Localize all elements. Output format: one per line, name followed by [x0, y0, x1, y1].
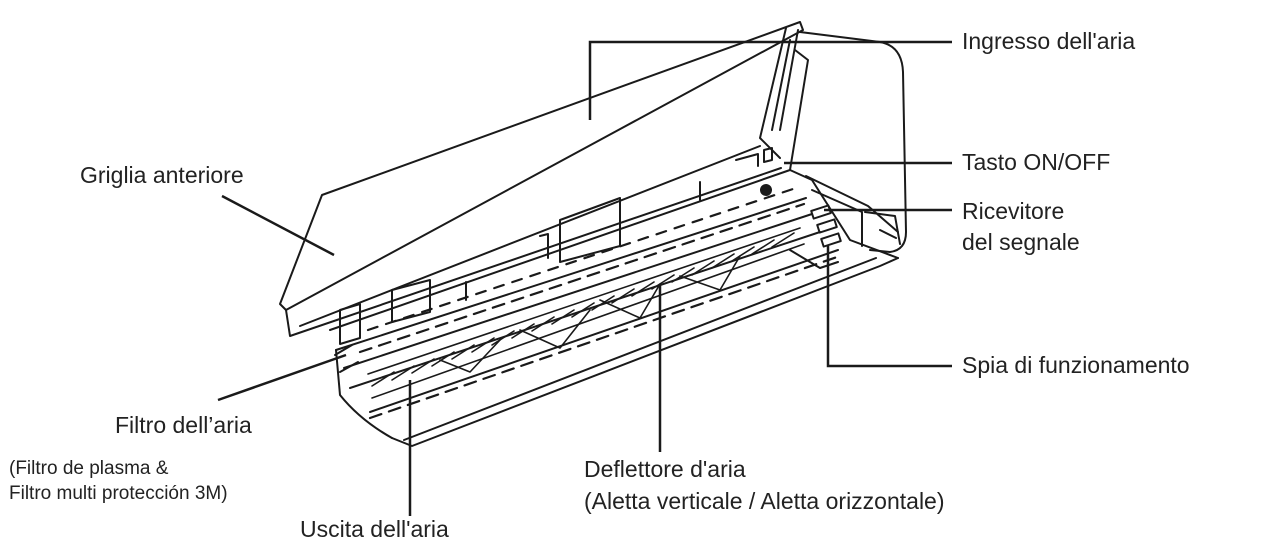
lower-body: [329, 169, 899, 447]
leader-lines: [217, 40, 952, 516]
label-signal-receiver-line2: del segnale: [962, 229, 1080, 255]
label-air-deflector-line2: (Aletta verticale / Aletta orizzontale): [584, 488, 945, 514]
leader-indicator: [826, 246, 952, 368]
filter-dashes: [358, 186, 842, 420]
control-details: [339, 147, 842, 345]
leader-air-inlet: [588, 40, 952, 120]
louver-fins: [367, 227, 805, 399]
front-grille-panel: [279, 21, 809, 337]
label-air-filter: Filtro dell’aria: [115, 412, 252, 438]
label-filter-note-line1: (Filtro de plasma &: [9, 458, 169, 479]
label-front-grille: Griglia anteriore: [80, 162, 244, 188]
leader-air-filter: [217, 353, 347, 402]
label-air-inlet: Ingresso dell'aria: [962, 28, 1136, 54]
label-on-off-button: Tasto ON/OFF: [962, 149, 1111, 175]
label-filter-note-line2: Filtro multi protección 3M): [9, 483, 228, 504]
label-operation-indicator: Spia di funzionamento: [962, 352, 1190, 378]
label-air-deflector-line1: Deflettore d'aria: [584, 456, 746, 482]
label-air-outlet: Uscita dell'aria: [300, 516, 449, 542]
unit-body: [799, 31, 907, 253]
leader-front-grille: [221, 194, 335, 257]
label-signal-receiver-line1: Ricevitore: [962, 198, 1065, 224]
